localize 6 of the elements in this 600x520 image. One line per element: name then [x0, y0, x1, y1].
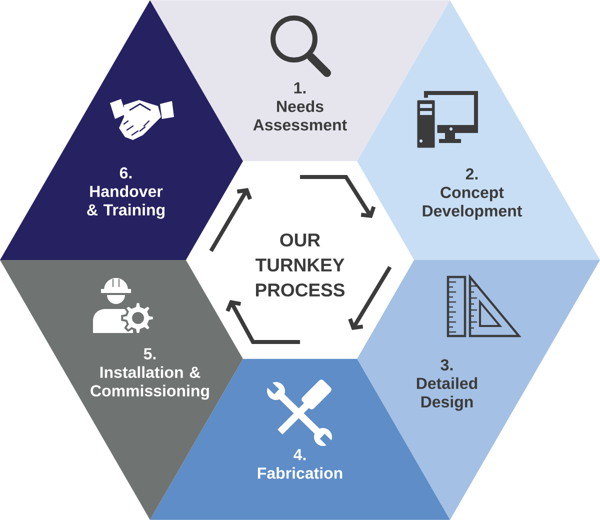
step-segment: 1. Needs Assessment: [150, 0, 450, 162]
step-segment: 6. Handover & Training: [0, 0, 243, 260]
step-segment: 5. Installation & Commissioning: [0, 260, 243, 520]
step-segment: 2. Concept Development: [357, 0, 600, 260]
center-hexagon: OUR TURNKEY PROCESS: [186, 161, 414, 359]
step-segment: 3. Detailed Design: [357, 260, 600, 520]
